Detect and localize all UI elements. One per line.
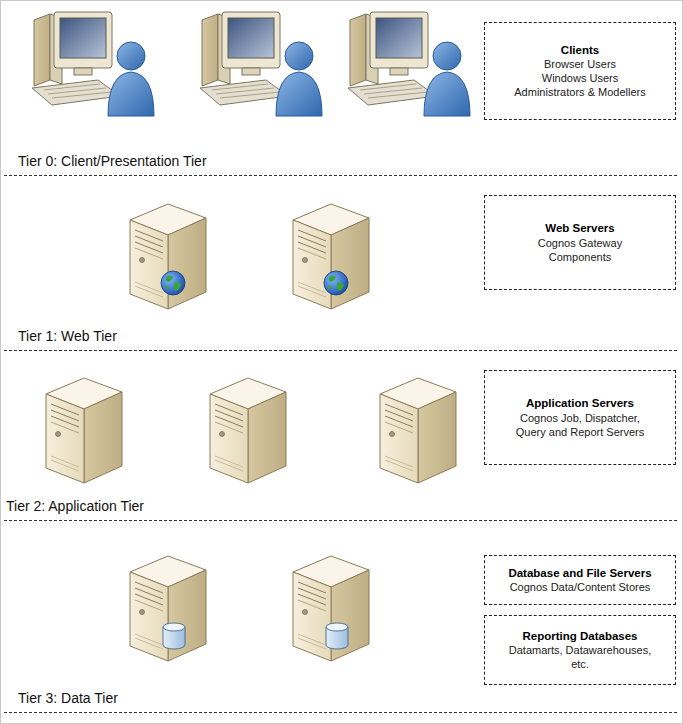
application-servers-box: Application ServersCognos Job, Dispatche… bbox=[484, 370, 676, 465]
application-server bbox=[46, 378, 122, 483]
box-heading: Clients bbox=[561, 43, 599, 58]
application-server bbox=[380, 378, 456, 483]
tier-label: Tier 3: Data Tier bbox=[18, 690, 118, 706]
box-heading: Database and File Servers bbox=[508, 566, 651, 581]
web-server bbox=[293, 204, 369, 309]
box-body: Datamarts, Datawarehouses, etc. bbox=[505, 643, 655, 671]
reporting-databases-box: Reporting DatabasesDatamarts, Datawareho… bbox=[484, 615, 676, 685]
box-body: Cognos Job, Dispatcher, Query and Report… bbox=[505, 411, 655, 439]
clients-box: ClientsBrowser UsersWindows UsersAdminis… bbox=[484, 22, 676, 120]
globe-icon bbox=[161, 271, 185, 295]
tier-label: Tier 0: Client/Presentation Tier bbox=[18, 153, 207, 169]
tier-divider bbox=[4, 520, 679, 521]
box-body: Administrators & Modellers bbox=[514, 85, 645, 99]
tier-divider bbox=[4, 712, 679, 713]
data-servers-box: Database and File ServersCognos Data/Con… bbox=[484, 555, 676, 605]
client-computer bbox=[32, 12, 154, 116]
database-server bbox=[130, 556, 206, 661]
globe-icon bbox=[324, 271, 348, 295]
tier-label: Tier 1: Web Tier bbox=[18, 328, 117, 344]
tier-label: Tier 2: Application Tier bbox=[6, 498, 144, 514]
box-heading: Web Servers bbox=[545, 221, 614, 236]
tier-divider bbox=[4, 350, 679, 351]
client-computer bbox=[200, 12, 322, 116]
web-servers-box: Web ServersCognos Gateway Components bbox=[484, 195, 676, 290]
database-icon bbox=[163, 623, 185, 649]
box-body: Windows Users bbox=[542, 71, 618, 85]
box-body: Cognos Data/Content Stores bbox=[510, 580, 651, 594]
application-server bbox=[210, 378, 286, 483]
box-heading: Reporting Databases bbox=[522, 629, 637, 644]
tier-divider bbox=[4, 175, 679, 176]
box-body: Cognos Gateway Components bbox=[525, 236, 635, 264]
box-heading: Application Servers bbox=[526, 396, 634, 411]
database-icon bbox=[326, 623, 348, 649]
client-computer bbox=[348, 12, 470, 116]
box-body: Browser Users bbox=[544, 57, 616, 71]
web-server bbox=[130, 204, 206, 309]
database-server bbox=[293, 556, 369, 661]
